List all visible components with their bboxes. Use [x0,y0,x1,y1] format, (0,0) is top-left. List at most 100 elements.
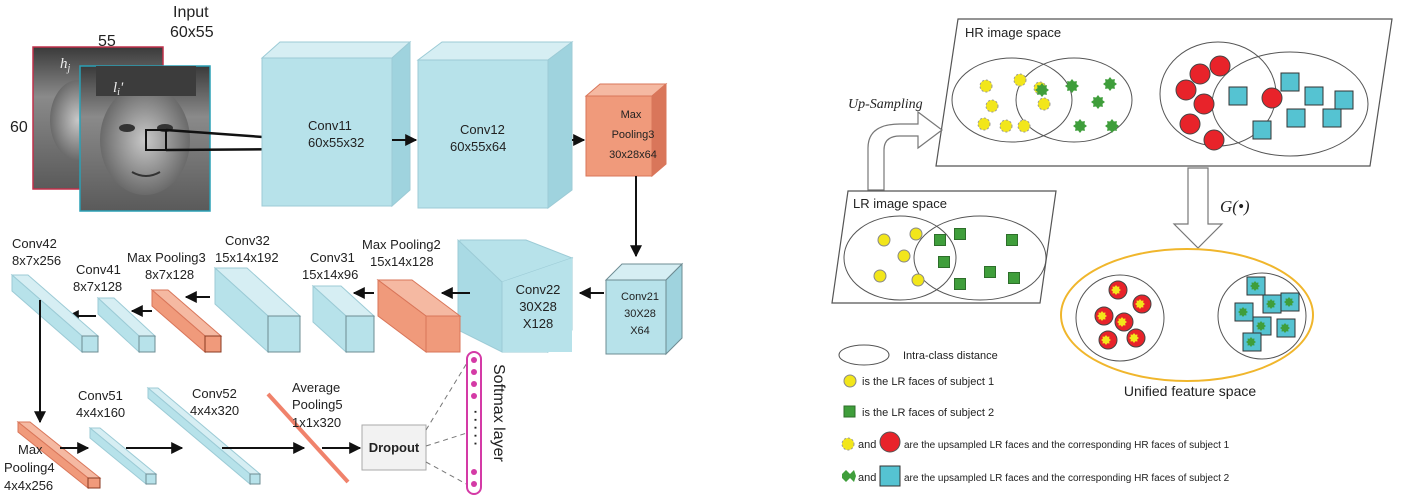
legend-upsampled2-marker [842,470,856,482]
conv21-block: Conv21 30X28 X64 [604,262,684,356]
unified-face-marker [1097,311,1107,321]
input-height-label: 60 [10,119,28,136]
lr-face-marker [954,278,966,290]
cnn-architecture: 55 60 Input 60x55 hj li' Conv11 60x55x32… [4,4,684,495]
conv21-dims1: 30X28 [624,308,656,320]
face-label-front: l [113,80,117,96]
conv41-name: Conv41 [76,262,121,277]
hr-face-marker [1334,90,1354,110]
unified-face-marker [1250,281,1260,291]
face-label-back-sub: j [66,63,71,74]
pool3-mid-dims: 8x7x128 [145,267,194,282]
avgpool5-line1: Average [292,380,340,395]
lr-face-marker [877,233,891,247]
hr-face-marker [1179,113,1201,135]
conv12-dims: 60x55x64 [450,139,506,154]
unified-face-marker [1256,321,1266,331]
hr-face-marker [1280,72,1300,92]
lr-face-marker [1006,234,1018,246]
conv52-dims: 4x4x320 [190,403,239,418]
conv22-name: Conv22 [516,282,561,297]
hr-faces-subject-2 [1228,72,1354,140]
svg-text:li': li' [113,80,124,98]
upsampled-lr-face-marker [1103,77,1117,91]
pool2-dims: 15x14x128 [370,254,434,269]
input-width-label: 55 [98,33,116,50]
pool4-block: Max Pooling4 4x4x256 [4,420,102,493]
lr-image-space: LR image space [831,190,1057,304]
legend-pair2-label: are the upsampled LR faces and the corre… [904,473,1230,484]
legend-lr1-label: is the LR faces of subject 1 [862,376,994,388]
conv11-dims: 60x55x32 [308,135,364,150]
face-label-back: h [60,56,68,72]
legend-pair2: and are the upsampled LR faces and the c… [842,465,1230,487]
conv31-block: Conv31 15x14x96 [302,250,376,354]
pool4-line3: 4x4x256 [4,478,53,493]
conv11-block: Conv11 60x55x32 [260,40,412,208]
lr-face-marker [873,269,887,283]
conv42-dims: 8x7x256 [12,253,61,268]
conv22-dims1: 30X28 [519,299,557,314]
upsampled-lr-face-marker [1073,119,1087,133]
unified-feature-space: Unified feature space [1060,248,1314,399]
face-label-front-sub: i [117,87,120,98]
conv32-name: Conv32 [225,233,270,248]
lr-face-marker [938,256,950,268]
hr-face-marker [1209,55,1231,77]
hr-space-label: HR image space [965,25,1061,40]
upsampled-lr-face-marker [1065,79,1079,93]
legend-hr1-marker [879,431,901,453]
legend-and1: and [858,439,876,451]
conv52-block: Conv52 4x4x320 [146,386,262,486]
unified-faces-subject-2 [1234,276,1300,352]
conv51-dims: 4x4x160 [76,405,125,420]
hr-face-marker [1228,86,1248,106]
lr-face-marker [934,234,946,246]
dropout-label: Dropout [369,440,420,455]
softmax-label: Softmax layer [490,364,507,462]
legend-pair1: and are the upsampled LR faces and the c… [841,431,1230,453]
conv41-block: Conv41 8x7x128 [73,262,157,354]
lr-face-marker [954,228,966,240]
svg-text:hj: hj [60,56,71,74]
conv51-name: Conv51 [78,388,123,403]
conv52-name: Conv52 [192,386,237,401]
pool2-name: Max Pooling2 [362,237,441,252]
upsampled-lr-face-marker [985,99,999,113]
conv32-block: Conv32 15x14x192 [213,233,302,354]
receptive-field-box [145,129,167,151]
pool3-top-block: Max Pooling3 30x28x64 [584,82,668,178]
softmax-block: · · · · · Softmax layer [466,351,507,495]
softmax-dots: · · · · · [468,410,483,446]
conv51-block: Conv51 4x4x160 [76,388,158,486]
hr-image-space: HR image space [935,18,1393,167]
lr-faces-subject-2 [934,228,1020,290]
upsampled-lr-face-marker [1035,83,1049,97]
conv21-dims2: X64 [630,325,650,337]
hr-face-marker [1304,86,1324,106]
input-label: Input [173,4,209,21]
avgpool5-line2: Pooling5 [292,397,343,412]
upsampled-lr-face-marker [1105,119,1119,133]
mapping-label: G(•) [1220,197,1250,216]
hr-face-marker [1286,108,1306,128]
unified-face-marker [1266,299,1276,309]
upsampled-lr-faces-subject-2 [1035,77,1119,133]
conv31-name: Conv31 [310,250,355,265]
lr-face-marker [897,249,911,263]
legend-intra-label: Intra-class distance [903,350,998,362]
conv32-dims: 15x14x192 [215,250,279,265]
feature-space-diagram: HR image space Up-Sampling LR image spac… [831,18,1393,487]
unified-face-marker [1238,307,1248,317]
pool4-line1: Max [18,442,43,457]
legend-hr2-marker [879,465,901,487]
hr-face-marker [1252,120,1272,140]
hr-face-marker [1175,79,1197,101]
upsampled-lr-face-marker [1017,119,1031,133]
upsampled-lr-face-marker [979,79,993,93]
legend-pair1-label: are the upsampled LR faces and the corre… [904,440,1230,451]
lr-space-label: LR image space [853,196,947,211]
lr-face-marker [911,273,925,287]
upsampled-lr-face-marker [999,119,1013,133]
unified-face-marker [1117,317,1127,327]
